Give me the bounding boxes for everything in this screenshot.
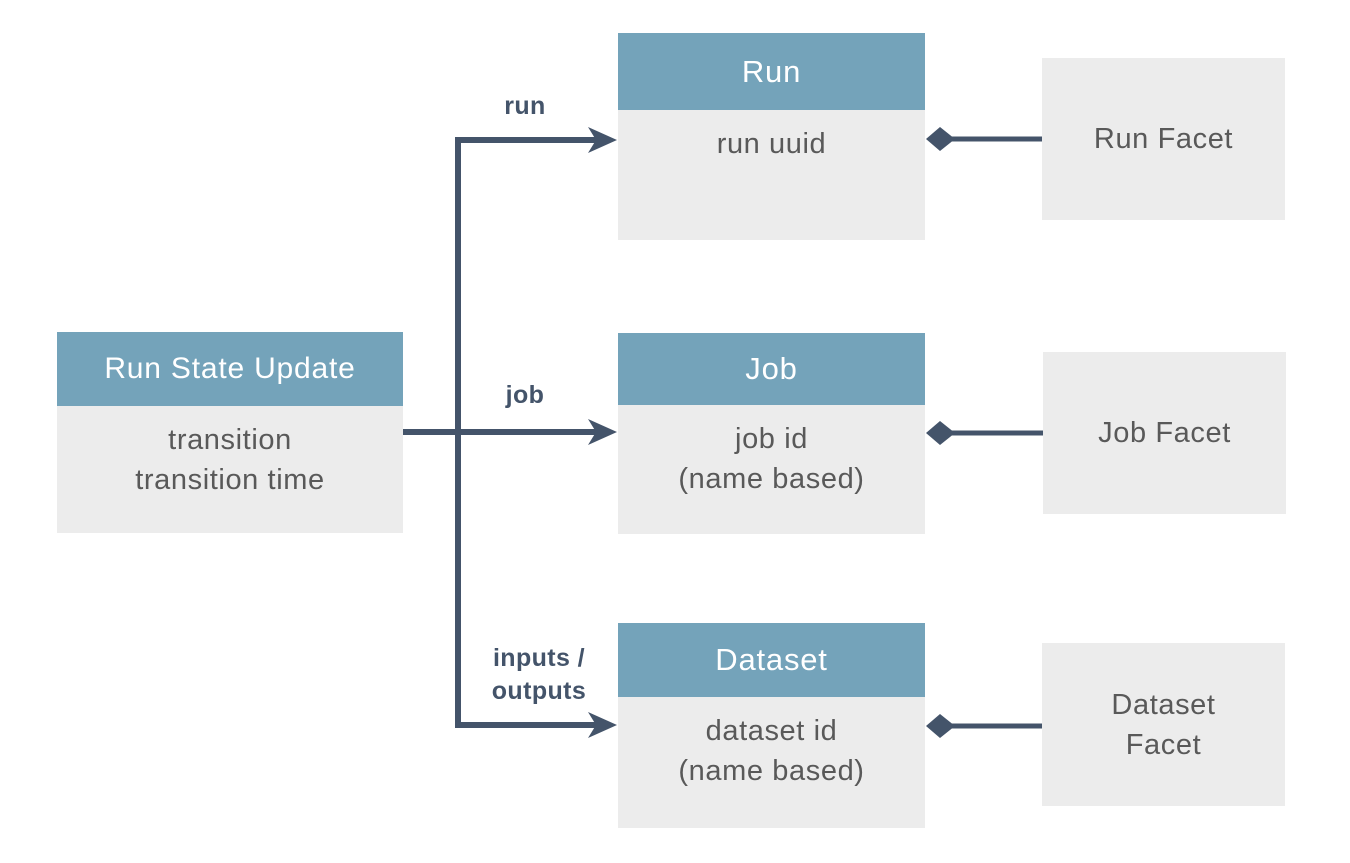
edge-label-inputs-outputs: inputs / outputs — [491, 644, 587, 705]
node-dataset-facet: Dataset Facet — [1042, 643, 1285, 806]
node-run-state-update-body: transition transition time — [57, 406, 403, 533]
dataset-facet-diamond — [926, 714, 955, 738]
node-run-body-line: run uuid — [716, 128, 827, 160]
node-job-body-line: job id — [735, 423, 808, 455]
node-dataset-body-line: dataset id — [705, 715, 838, 747]
job-facet-diamond — [926, 421, 955, 445]
arrowhead-job — [588, 419, 617, 445]
node-job-facet-label: Job Facet — [1098, 417, 1231, 449]
node-run: Run run uuid — [618, 33, 925, 240]
edge-label-run: run — [504, 92, 546, 120]
edge-label-job: job — [505, 381, 545, 409]
run-facet-diamond — [926, 127, 955, 151]
node-run-state-update-body-line: transition — [168, 424, 292, 456]
node-run-title: Run — [618, 33, 925, 110]
node-run-state-update-body-line: transition time — [135, 464, 325, 496]
node-job: Job job id (name based) — [618, 333, 925, 534]
node-job-body-line: (name based) — [678, 463, 865, 495]
node-run-body: run uuid — [618, 110, 925, 240]
node-dataset-facet-label: Dataset Facet — [1111, 688, 1216, 761]
node-dataset-body-line: (name based) — [678, 755, 865, 787]
node-dataset: Dataset dataset id (name based) — [618, 623, 925, 828]
node-run-facet-label: Run Facet — [1093, 123, 1234, 155]
node-dataset-title: Dataset — [618, 623, 925, 697]
node-job-body: job id (name based) — [618, 405, 925, 534]
arrowhead-run — [588, 127, 617, 153]
node-run-facet: Run Facet — [1042, 58, 1285, 220]
node-job-facet: Job Facet — [1043, 352, 1286, 514]
node-dataset-body: dataset id (name based) — [618, 697, 925, 828]
node-run-state-update-title: Run State Update — [57, 332, 403, 406]
arrowhead-dataset — [588, 712, 617, 738]
node-run-state-update: Run State Update transition transition t… — [57, 332, 403, 533]
node-job-title: Job — [618, 333, 925, 405]
